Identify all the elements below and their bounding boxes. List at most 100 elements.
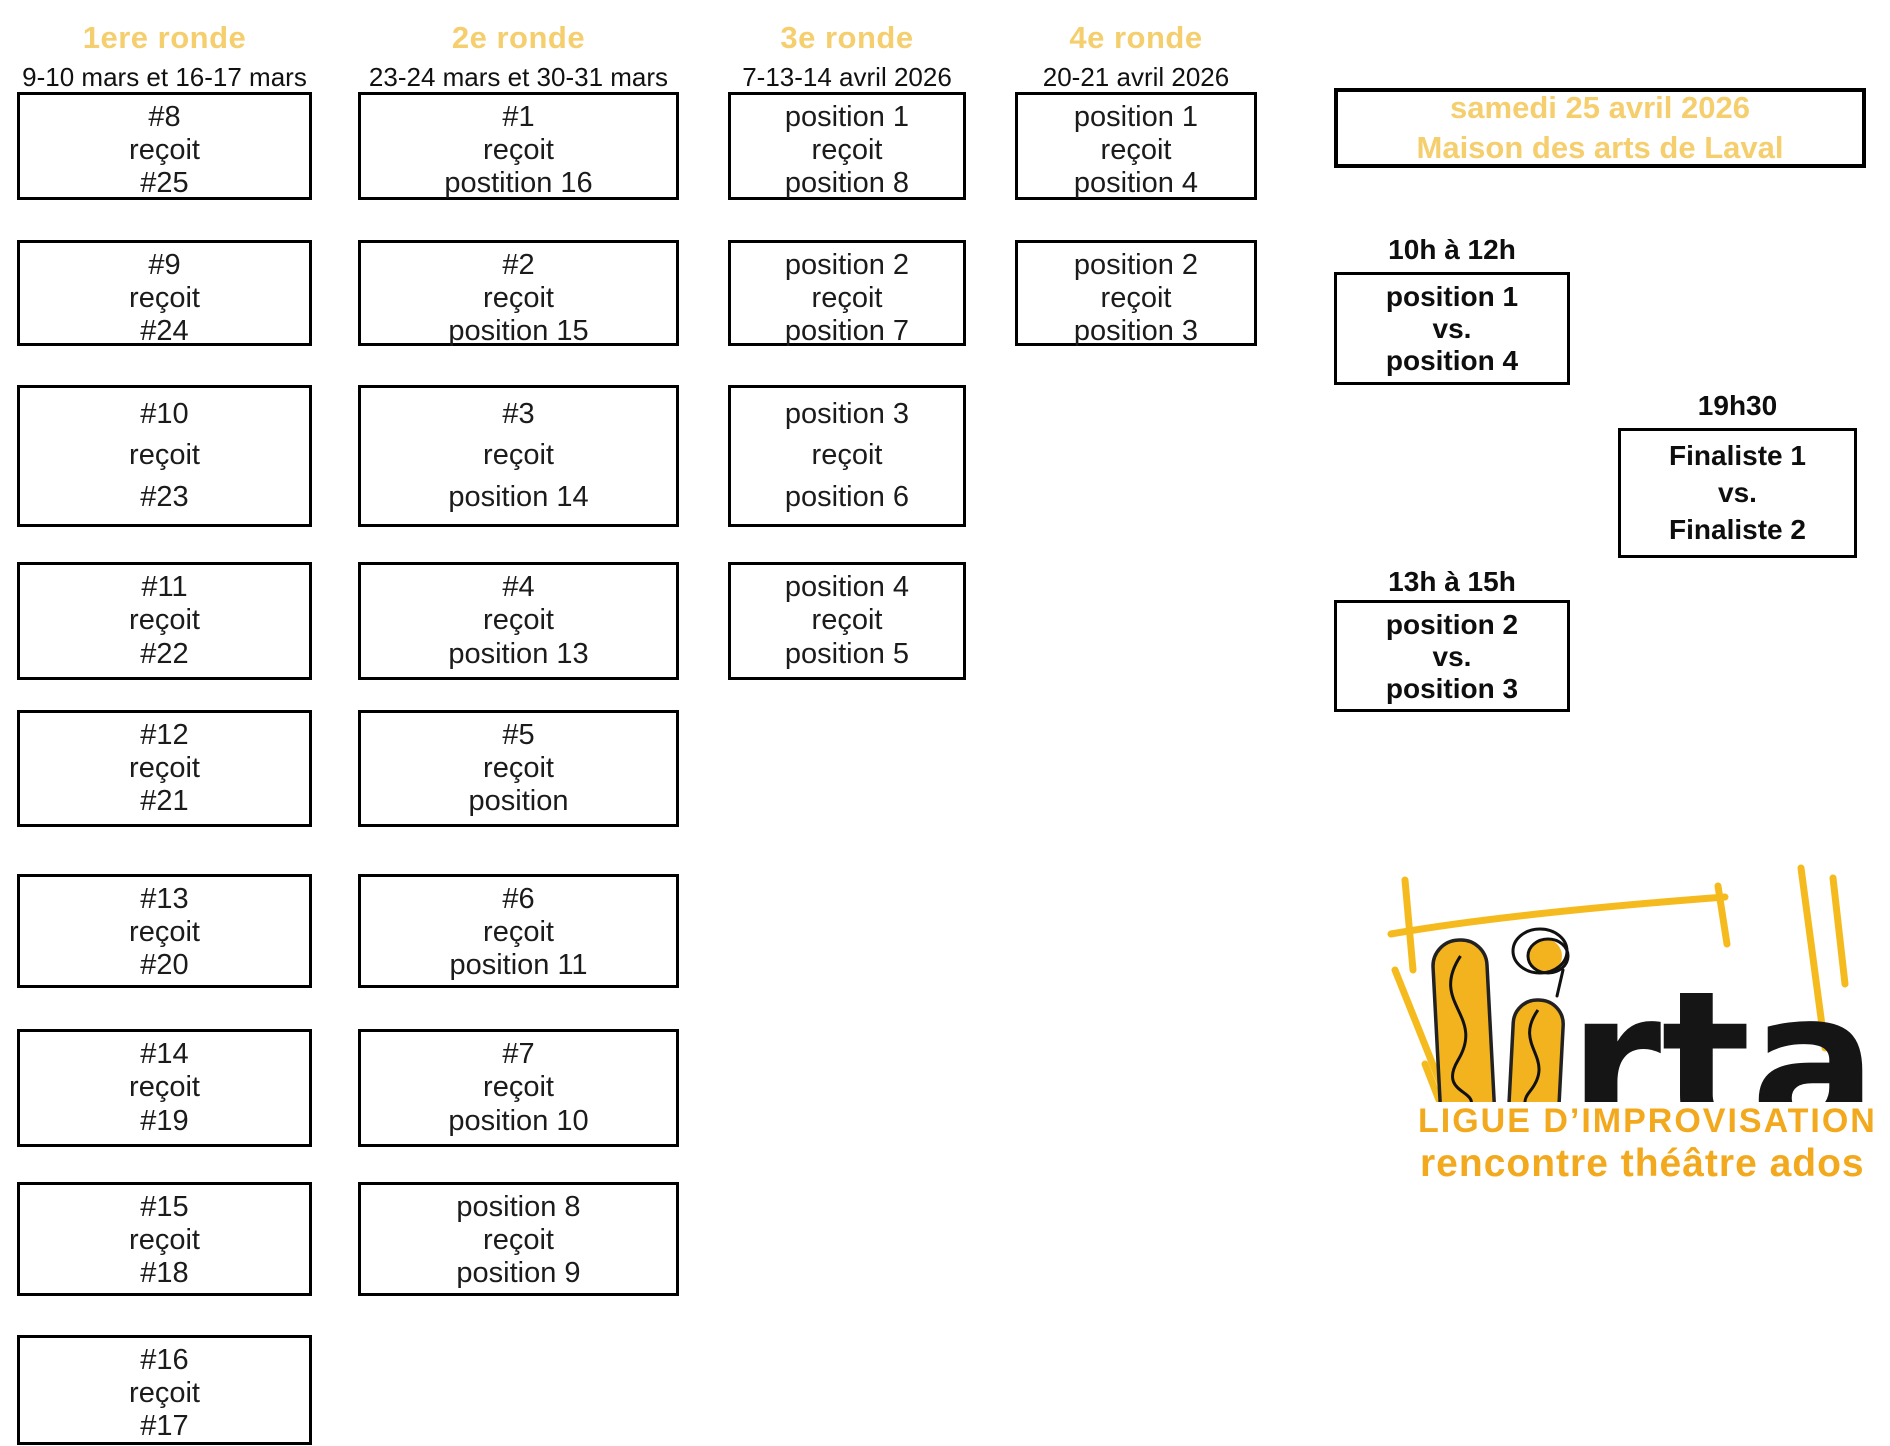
match-verb: reçoit — [483, 134, 554, 166]
round-column-1: 1ere ronde 9-10 mars et 16-17 mars #8 re… — [17, 0, 312, 1446]
game-vs: vs. — [1718, 476, 1757, 508]
game-top: position 1 — [1385, 281, 1519, 312]
round-column-2: 2e ronde 23-24 mars et 30-31 mars #1 reç… — [358, 0, 679, 1446]
match-home: #7 — [502, 1038, 535, 1071]
match-home: position 1 — [784, 101, 910, 133]
round-dates: 9-10 mars et 16-17 mars — [22, 62, 307, 92]
match-away: #17 — [140, 1410, 189, 1442]
logo-tagline-2: rencontre théâtre ados — [1420, 1142, 1865, 1185]
match-box: #7 reçoit position 10 — [358, 1029, 679, 1147]
match-box: #1 reçoit postition 16 — [358, 92, 679, 200]
logo-rta-text: rta — [1569, 948, 1877, 1102]
game-top: Finaliste 1 — [1669, 439, 1806, 471]
match-box: #6 reçoit position 11 — [358, 874, 679, 988]
match-away: position 5 — [784, 637, 910, 670]
match-verb: reçoit — [483, 282, 554, 314]
match-box: #5 reçoit position — [358, 710, 679, 827]
round-title: 4e ronde — [1069, 20, 1203, 55]
match-home: position 4 — [784, 571, 910, 604]
match-away: position 4 — [1073, 167, 1199, 199]
match-verb: reçoit — [129, 1224, 200, 1256]
match-away: position 11 — [449, 949, 588, 981]
match-home: #5 — [502, 719, 535, 751]
match-verb: reçoit — [129, 604, 200, 637]
match-away: position 10 — [448, 1104, 589, 1137]
round-dates: 7-13-14 avril 2026 — [742, 62, 952, 92]
match-box: #4 reçoit position 13 — [358, 562, 679, 680]
round-dates: 20-21 avril 2026 — [1042, 62, 1230, 92]
match-verb: reçoit — [483, 604, 554, 637]
match-box: position 3 reçoit position 6 — [728, 385, 966, 527]
game-bottom: position 3 — [1385, 673, 1519, 704]
match-home: #15 — [140, 1191, 189, 1223]
match-verb: reçoit — [1100, 282, 1172, 314]
game-bottom: Finaliste 2 — [1669, 514, 1806, 546]
match-verb: reçoit — [129, 916, 200, 948]
match-home: #12 — [140, 719, 189, 751]
match-box: position 2 reçoit position 7 — [728, 240, 966, 347]
match-box: #3 reçoit position 14 — [358, 385, 679, 527]
logo-letter-l — [1431, 938, 1497, 1102]
logo-tagline-1: LIGUE D’IMPROVISATION — [1418, 1102, 1877, 1140]
match-verb: reçoit — [129, 282, 200, 314]
match-away: #18 — [140, 1257, 189, 1289]
match-box: #14 reçoit #19 — [17, 1029, 312, 1147]
match-home: #2 — [502, 249, 535, 281]
match-home: position 1 — [1073, 101, 1199, 133]
match-home: #9 — [148, 249, 181, 281]
match-verb: reçoit — [811, 604, 883, 637]
finals-header-box: samedi 25 avril 2026 Maison des arts de … — [1334, 88, 1866, 168]
semifinal-2-time: 13h à 15h — [1388, 566, 1516, 597]
match-away: #19 — [140, 1104, 189, 1137]
match-away: position 9 — [456, 1257, 581, 1289]
match-verb: reçoit — [483, 1071, 554, 1104]
match-away: position 7 — [784, 315, 910, 347]
game-top: position 2 — [1385, 609, 1519, 640]
match-home: #4 — [502, 571, 535, 604]
match-home: #11 — [141, 571, 188, 604]
finals-date: samedi 25 avril 2026 — [1450, 89, 1750, 125]
match-box: position 2 reçoit position 3 — [1015, 240, 1257, 347]
match-home: position 2 — [1073, 249, 1199, 281]
match-box: #15 reçoit #18 — [17, 1182, 312, 1296]
match-home: position 2 — [784, 249, 910, 281]
match-box: #2 reçoit position 15 — [358, 240, 679, 347]
match-away: #21 — [140, 785, 189, 817]
semifinal-1-box: position 1 vs. position 4 — [1334, 272, 1570, 385]
logo-i-dot — [1511, 927, 1570, 998]
match-box: position 1 reçoit position 4 — [1015, 92, 1257, 200]
match-away: position — [468, 785, 569, 817]
match-box: #11 reçoit #22 — [17, 562, 312, 680]
round-column-4: 4e ronde 20-21 avril 2026 position 1 reç… — [1015, 0, 1257, 1446]
match-verb: reçoit — [483, 916, 554, 948]
lirta-logo-icon: rta — [1387, 864, 1877, 1102]
match-away: #24 — [140, 315, 189, 347]
match-box: #16 reçoit #17 — [17, 1335, 312, 1445]
match-home: #16 — [140, 1344, 189, 1376]
final-box: Finaliste 1 vs. Finaliste 2 — [1618, 428, 1857, 558]
match-home: #14 — [140, 1038, 189, 1071]
match-home: #10 — [140, 398, 189, 431]
game-vs: vs. — [1432, 641, 1472, 672]
finals-venue: Maison des arts de Laval — [1416, 130, 1784, 165]
game-bottom: position 4 — [1385, 345, 1519, 376]
match-box: position 8 reçoit position 9 — [358, 1182, 679, 1296]
match-home: #8 — [148, 101, 181, 133]
round-title: 2e ronde — [451, 20, 586, 55]
match-verb: reçoit — [129, 134, 200, 166]
final-time: 19h30 — [1697, 390, 1778, 421]
match-home: #6 — [502, 883, 535, 915]
match-box: #8 reçoit #25 — [17, 92, 312, 200]
match-box: #10 reçoit #23 — [17, 385, 312, 527]
match-away: #25 — [140, 167, 189, 199]
match-away: #20 — [140, 949, 189, 981]
match-away: position 15 — [448, 315, 589, 347]
match-verb: reçoit — [483, 439, 554, 472]
match-home: position 8 — [456, 1191, 581, 1223]
match-home: #3 — [502, 398, 535, 431]
match-away: #23 — [140, 480, 189, 513]
match-verb: reçoit — [129, 1071, 200, 1104]
match-away: position 14 — [448, 480, 589, 513]
round-title: 3e ronde — [780, 20, 914, 55]
match-away: postition 16 — [444, 167, 593, 199]
